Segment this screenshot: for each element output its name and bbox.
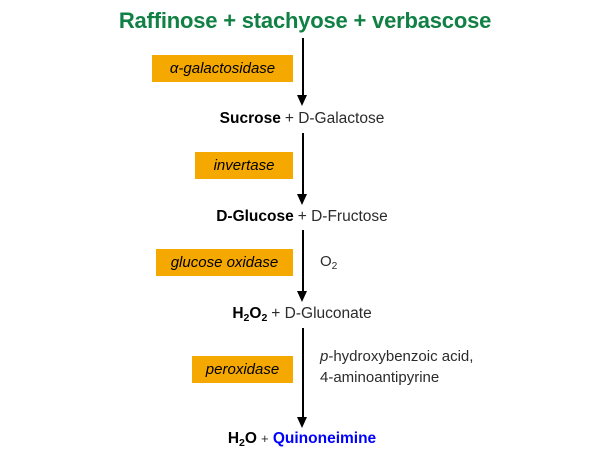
plus-sign: +: [260, 431, 269, 446]
enzyme-box-alpha-galactosidase[interactable]: α-galactosidase: [152, 55, 293, 82]
arrow-shaft: [302, 133, 304, 194]
reaction-arrow-4: [297, 328, 308, 428]
cosubstrate-4-aminoantipyrine: 4-aminoantipyrine: [320, 369, 440, 386]
plus-sign: +: [271, 305, 281, 322]
arrow-head: [297, 291, 307, 302]
metabolite-row-water: H2O+ Quinoneimine: [0, 430, 610, 449]
compound-d-gluconate: D-Gluconate: [284, 305, 372, 322]
enzyme-box-peroxidase[interactable]: peroxidase: [192, 356, 293, 383]
arrow-shaft: [302, 38, 304, 95]
compound-d-galactose: D-Galactose: [298, 110, 385, 127]
plus-sign: +: [297, 208, 307, 225]
cosubstrate-oxygen-subscript: 2: [331, 260, 338, 272]
reaction-arrow-1: [297, 38, 308, 106]
compound-d-fructose: D-Fructose: [311, 208, 388, 225]
arrow-head: [297, 417, 307, 428]
h-symbol: H: [227, 430, 240, 447]
metabolite-row-sucrose: Sucrose+ D-Galactose: [0, 110, 610, 128]
cosubstrate-name: -hydroxybenzoic acid,: [328, 348, 474, 365]
reaction-arrow-3: [297, 230, 308, 302]
compound-water: H2O: [227, 430, 257, 449]
page-title: Raffinose + stachyose + verbascose: [118, 8, 492, 33]
cosubstrate-oxygen-symbol: O: [320, 253, 332, 270]
para-prefix: p: [320, 348, 329, 365]
arrow-head: [297, 194, 307, 205]
h-symbol: H: [232, 305, 244, 322]
h-subscript: 2: [243, 311, 250, 324]
metabolite-row-d-glucose: D-Glucose+ D-Fructose: [0, 208, 610, 226]
compound-quinoneimine: Quinoneimine: [272, 430, 377, 447]
cosubstrate-oxygen: O2: [320, 251, 337, 274]
arrow-shaft: [302, 328, 304, 417]
metabolite-row-hydrogen-peroxide: H2O2+ D-Gluconate: [0, 305, 610, 324]
arrow-shaft: [302, 230, 304, 291]
reaction-arrow-2: [297, 133, 308, 205]
o-symbol: O: [244, 430, 257, 447]
compound-sucrose: Sucrose: [219, 110, 281, 127]
o-subscript: 2: [261, 311, 268, 324]
enzyme-box-glucose-oxidase[interactable]: glucose oxidase: [156, 249, 293, 276]
plus-sign: +: [284, 110, 294, 127]
cosubstrate-p-hydroxybenzoic-acid: p-hydroxybenzoic acid,: [320, 346, 473, 367]
h-subscript: 2: [239, 436, 245, 449]
enzyme-box-invertase[interactable]: invertase: [195, 152, 293, 179]
compound-d-glucose: D-Glucose: [216, 208, 294, 225]
arrow-head: [297, 95, 307, 106]
compound-hydrogen-peroxide: H2O2: [232, 305, 268, 324]
o-symbol: O: [249, 305, 262, 322]
cosubstrate-peroxidase-list: p-hydroxybenzoic acid, 4-aminoantipyrine: [320, 346, 473, 388]
